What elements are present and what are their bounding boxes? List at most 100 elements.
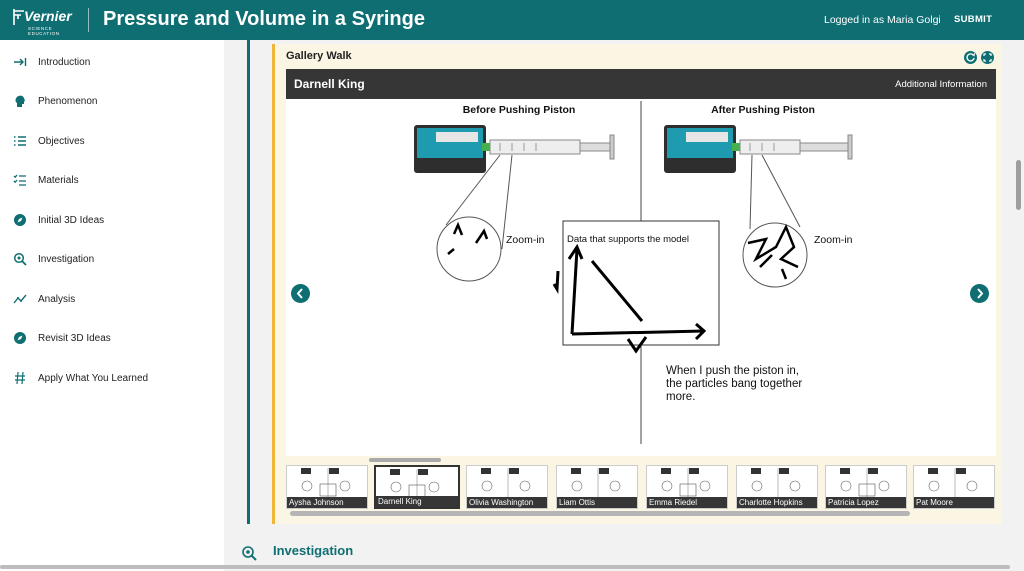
zoom-line (761, 154, 801, 228)
chevron-right-icon (977, 288, 984, 299)
sidebar-item-materials[interactable]: Materials (0, 169, 224, 191)
hashtag-icon (15, 371, 25, 385)
additional-information-link[interactable]: Additional Information (895, 79, 987, 90)
pressure-sensor-left (414, 125, 490, 173)
arrow-right-bar-icon (14, 58, 27, 66)
thumbnail[interactable]: Pat Moore (913, 465, 995, 509)
sidebar-item-label: Apply What You Learned (38, 372, 149, 384)
section-title-investigation: Investigation (273, 543, 354, 558)
thumbnail-drawing (661, 468, 711, 498)
page-scrollbar[interactable] (1016, 160, 1021, 210)
thumbnail-caption: Emma Riedel (647, 497, 727, 508)
fullscreen-button[interactable] (981, 51, 994, 64)
chevron-left-icon (296, 288, 303, 299)
student-name: Darnell King (294, 77, 365, 91)
sidebar-item-label: Investigation (38, 253, 95, 265)
sidebar-item-label: Introduction (38, 56, 91, 68)
note-line-3: more. (666, 391, 695, 403)
thumbnail-drawing (571, 468, 621, 498)
thumbnail[interactable]: Liam Ottis (556, 465, 638, 509)
app-header: Vernier SCIENCE EDUCATION Pressure and V… (0, 0, 1024, 40)
note-line-2: the particles bang together (666, 378, 802, 390)
refresh-button[interactable] (964, 51, 977, 64)
previous-button[interactable] (291, 284, 310, 303)
thumbnail-drawing (301, 468, 351, 498)
chart-line-icon (13, 294, 27, 304)
syringe-left (489, 134, 615, 160)
thumbnail-caption: Olivia Washington (467, 497, 547, 508)
zoom-line (445, 154, 501, 226)
sidebar-item-label: Objectives (38, 135, 85, 147)
compass-icon (14, 214, 26, 226)
sidebar-item-analysis[interactable]: Analysis (0, 288, 224, 310)
note-line-1: When I push the piston in, (666, 365, 799, 377)
sidebar-item-apply-what-you-learned[interactable]: Apply What You Learned (0, 367, 224, 389)
thumbnail-drawing (481, 468, 531, 498)
compass-icon (14, 332, 26, 344)
viewer-scrollbar[interactable] (369, 458, 441, 462)
thumbnail[interactable]: Olivia Washington (466, 465, 548, 509)
thumbnail[interactable]: Aysha Johnson (286, 465, 368, 509)
thumbnail[interactable]: Charlotte Hopkins (736, 465, 818, 509)
student-model-drawing: Before Pushing Piston After Pushing Pist… (402, 99, 874, 456)
horizontal-page-scrollbar[interactable] (0, 565, 1010, 569)
zoom-circle-right (742, 222, 808, 288)
header-divider (88, 8, 89, 32)
sidebar-item-label: Analysis (38, 293, 76, 305)
sidebar: Introduction Phenomenon Objectives Mater… (0, 40, 224, 571)
search-gear-icon (13, 252, 27, 266)
sidebar-item-label: Revisit 3D Ideas (38, 332, 111, 344)
zoom-line (749, 154, 753, 230)
thumbnail-drawing (928, 468, 978, 498)
list-icon (14, 136, 26, 146)
sidebar-item-revisit-3d-ideas[interactable]: Revisit 3D Ideas (0, 327, 224, 349)
thumbnail-caption: Aysha Johnson (287, 497, 367, 508)
gallery-viewer: Darnell King Additional Information Befo… (286, 69, 996, 456)
viewer-header: Darnell King Additional Information (286, 69, 996, 99)
zoom-circle-left (436, 216, 502, 282)
sidebar-item-introduction[interactable]: Introduction (0, 51, 224, 73)
checklist-icon (13, 174, 26, 186)
thumbnail-scrollbar[interactable] (290, 511, 910, 516)
thumbnail-caption: Darnell King (376, 496, 458, 507)
thumbnail-caption: Liam Ottis (557, 497, 637, 508)
refresh-icon (966, 53, 976, 62)
before-label: Before Pushing Piston (463, 104, 576, 116)
sidebar-item-label: Phenomenon (38, 95, 98, 107)
sidebar-item-investigation[interactable]: Investigation (0, 248, 224, 270)
thumbnail-caption: Pat Moore (914, 497, 994, 508)
sidebar-item-phenomenon[interactable]: Phenomenon (0, 90, 224, 112)
section-line (247, 40, 250, 524)
thumbnail-strip: Aysha Johnson Darnell King Olivia Washin… (286, 458, 996, 518)
logo-subtext: SCIENCE EDUCATION (28, 26, 60, 36)
vernier-logo[interactable]: Vernier SCIENCE EDUCATION (12, 6, 78, 36)
gallery-walk-title: Gallery Walk (286, 50, 352, 62)
thumbnail[interactable]: Patricia Lopez (825, 465, 907, 509)
particle-arrows-right (747, 223, 799, 280)
next-button[interactable] (970, 284, 989, 303)
thumbnail[interactable]: Emma Riedel (646, 465, 728, 509)
submit-button[interactable]: SUBMIT (954, 14, 993, 25)
sidebar-item-initial-3d-ideas[interactable]: Initial 3D Ideas (0, 209, 224, 231)
thumbnail-selected[interactable]: Darnell King (374, 465, 460, 509)
zoom-label-left: Zoom-in (506, 234, 545, 246)
sidebar-item-label: Materials (38, 174, 79, 186)
thumbnail-caption: Charlotte Hopkins (737, 497, 817, 508)
thumbnail-drawing (840, 468, 890, 498)
thumbnail-drawing (390, 469, 440, 499)
logo-text: Vernier (24, 8, 72, 24)
head-icon (15, 95, 25, 107)
data-box-label: Data that supports the model (567, 234, 689, 245)
thumbnail-drawing (751, 468, 801, 498)
data-box (562, 220, 720, 346)
sketch-graph (552, 243, 707, 354)
after-label: After Pushing Piston (711, 104, 815, 116)
zoom-label-right: Zoom-in (814, 234, 853, 246)
particle-arrows-left (447, 221, 489, 255)
sidebar-item-objectives[interactable]: Objectives (0, 130, 224, 152)
page-title: Pressure and Volume in a Syringe (103, 8, 425, 30)
syringe-right (739, 134, 853, 160)
caliper-icon (13, 9, 24, 25)
pressure-sensor-right (664, 125, 740, 173)
sidebar-item-label: Initial 3D Ideas (38, 214, 105, 226)
